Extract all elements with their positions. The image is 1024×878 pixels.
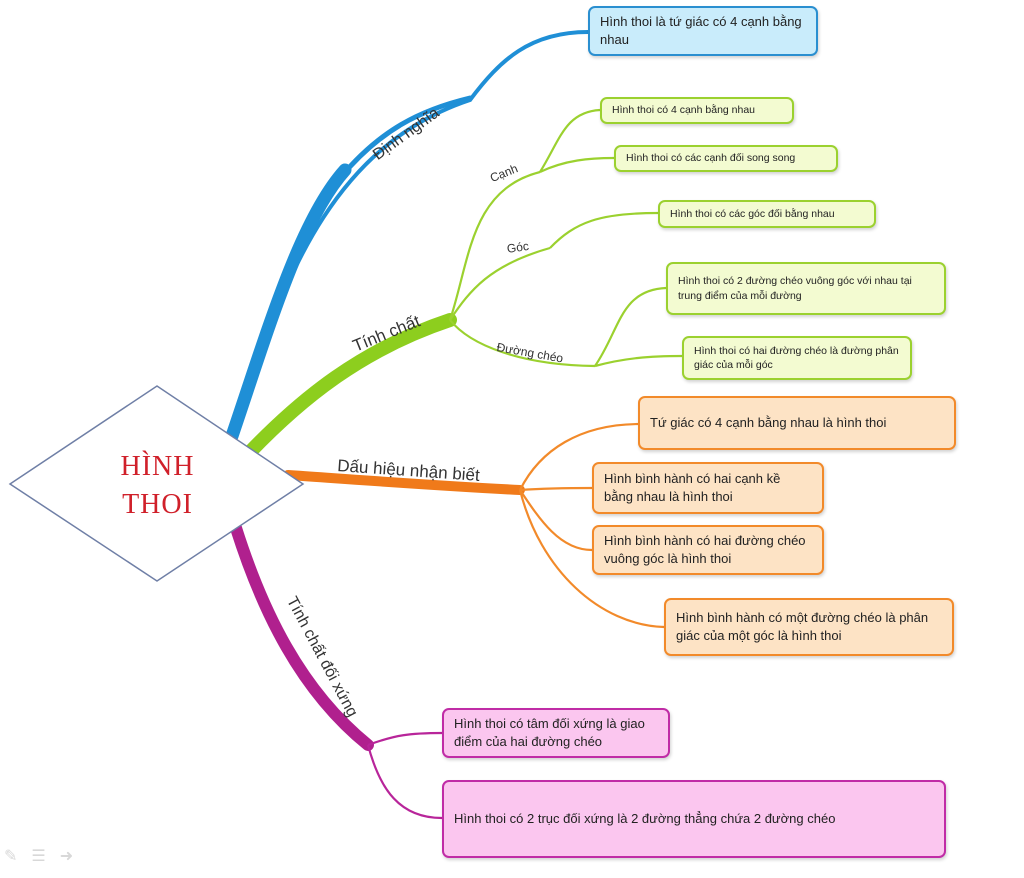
node-cheo-1-text: Hình thoi có 2 đường chéo vuông góc với …	[678, 275, 912, 302]
node-canh-2: Hình thoi có các cạnh đối song song	[614, 145, 838, 172]
node-definition-text: Hình thoi là tứ giác có 4 cạnh bằng nhau	[600, 14, 802, 47]
center-title-line2: THOI	[122, 489, 193, 520]
center-title: HÌNH THOI	[70, 448, 245, 524]
node-dau-hieu-4-text: Hình bình hành có một đường chéo là phân…	[676, 610, 929, 643]
node-cheo-2-text: Hình thoi có hai đường chéo là đường phâ…	[694, 344, 899, 371]
node-doi-xung-2-text: Hình thoi có 2 trục đối xứng là 2 đường …	[454, 811, 836, 827]
node-dau-hieu-1: Tứ giác có 4 cạnh bằng nhau là hình thoi	[638, 396, 956, 450]
dau-hieu-sublines	[518, 422, 665, 629]
branch-dinh-nghia-thick	[225, 163, 352, 443]
menu-icon[interactable]: ☰	[31, 848, 46, 865]
pen-icon[interactable]: ✎	[4, 848, 18, 865]
branch-dinh-nghia-taper	[337, 95, 473, 181]
node-doi-xung-2: Hình thoi có 2 trục đối xứng là 2 đường …	[442, 780, 946, 858]
branch-dau-hieu-thick	[283, 470, 525, 495]
center-title-line1: HÌNH	[120, 451, 195, 482]
node-dau-hieu-3-text: Hình bình hành có hai đường chéo vuông g…	[604, 533, 806, 566]
node-dau-hieu-2-text: Hình bình hành có hai cạnh kề bằng nhau …	[604, 471, 781, 504]
doi-xung-sublines	[366, 731, 443, 820]
node-cheo-2: Hình thoi có hai đường chéo là đường phâ…	[682, 336, 912, 380]
node-canh-1-text: Hình thoi có 4 cạnh bằng nhau	[612, 104, 756, 117]
branch-dinh-nghia-line	[228, 30, 590, 434]
node-dau-hieu-3: Hình bình hành có hai đường chéo vuông g…	[592, 525, 824, 575]
node-goc-1: Hình thoi có các góc đối bằng nhau	[658, 200, 876, 228]
node-dau-hieu-2: Hình bình hành có hai cạnh kề bằng nhau …	[592, 462, 824, 514]
tinh-chat-sublines	[448, 108, 683, 368]
node-doi-xung-1: Hình thoi có tâm đối xứng là giao điểm c…	[442, 708, 670, 758]
node-cheo-1: Hình thoi có 2 đường chéo vuông góc với …	[666, 262, 946, 315]
arrow-icon[interactable]: ➜	[59, 848, 74, 865]
node-goc-1-text: Hình thoi có các góc đối bằng nhau	[670, 207, 835, 220]
branch-doi-xung-thick	[230, 522, 374, 751]
center-diamond	[8, 385, 305, 582]
slideshow-toolbar: ✎ ☰ ➜	[4, 846, 73, 866]
node-doi-xung-1-text: Hình thoi có tâm đối xứng là giao điểm c…	[454, 716, 645, 749]
branch-tinh-chat-thick	[243, 313, 457, 459]
node-dau-hieu-4: Hình bình hành có một đường chéo là phân…	[664, 598, 954, 656]
node-definition: Hình thoi là tứ giác có 4 cạnh bằng nhau	[588, 6, 818, 56]
node-dau-hieu-1-text: Tứ giác có 4 cạnh bằng nhau là hình thoi	[650, 415, 887, 431]
node-canh-1: Hình thoi có 4 cạnh bằng nhau	[600, 97, 794, 124]
node-canh-2-text: Hình thoi có các cạnh đối song song	[626, 152, 796, 165]
